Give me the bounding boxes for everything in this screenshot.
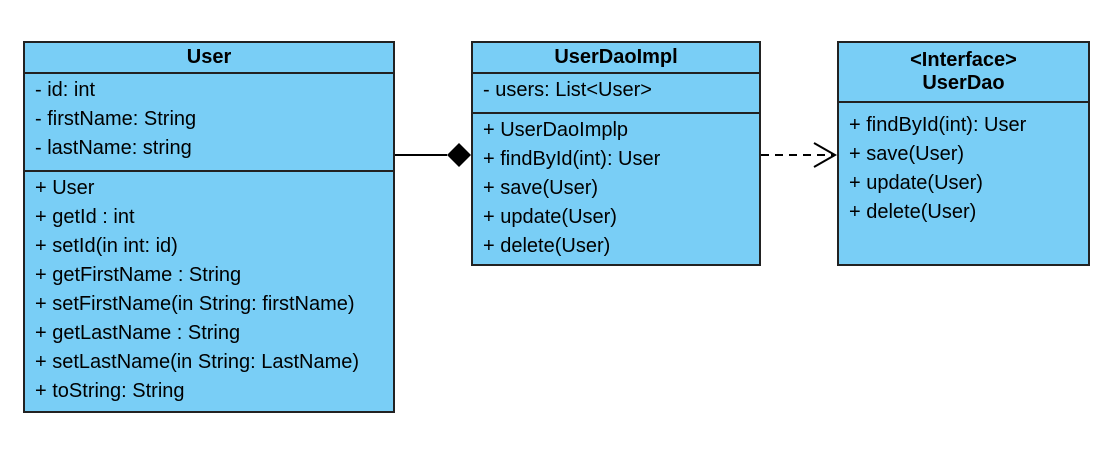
dependency-relationship <box>761 142 838 168</box>
interface-userdao-stereotype: <Interface> <box>910 49 1017 71</box>
interface-userdao-methods: + findById(int): User + save(User) + upd… <box>839 103 1088 227</box>
iface-method-save: + save(User) <box>849 143 965 165</box>
method-delete: + delete(User) <box>483 235 611 257</box>
dependency-open-arrowhead-icon <box>813 142 838 168</box>
iface-method-findbyid: + findById(int): User <box>849 114 1027 136</box>
method-getlastname: + getLastName : String <box>35 322 241 344</box>
iface-method-update: + update(User) <box>849 172 983 194</box>
method-setid: + setId(in int: id) <box>35 235 178 257</box>
method-findbyid: + findById(int): User <box>483 148 661 170</box>
class-userdaoimpl-fields: - users: List<User> <box>473 74 759 114</box>
method-userdaoimplp: + UserDaoImplp <box>483 119 629 141</box>
method-getfirstname: + getFirstName : String <box>35 264 242 286</box>
method-save: + save(User) <box>483 177 599 199</box>
field-users: - users: List<User> <box>483 79 652 101</box>
class-user[interactable]: User - id: int - firstName: String - las… <box>23 41 395 413</box>
composition-relationship <box>395 143 471 167</box>
class-userdaoimpl[interactable]: UserDaoImpl - users: List<User> + UserDa… <box>471 41 761 266</box>
interface-userdao-title: <Interface> UserDao <box>839 43 1088 103</box>
method-user-constructor: + User <box>35 177 95 199</box>
class-user-title: User <box>25 43 393 74</box>
class-userdaoimpl-title: UserDaoImpl <box>473 43 759 74</box>
class-userdaoimpl-name: UserDaoImpl <box>554 46 678 68</box>
composition-diamond-icon <box>447 143 471 167</box>
class-user-methods: + User + getId : int + setId(in int: id)… <box>25 172 393 406</box>
method-tostring: + toString: String <box>35 380 185 402</box>
class-userdaoimpl-methods: + UserDaoImplp + findById(int): User + s… <box>473 114 759 261</box>
field-lastname: - lastName: string <box>35 137 192 159</box>
method-update: + update(User) <box>483 206 617 228</box>
method-setlastname: + setLastName(in String: LastName) <box>35 351 360 373</box>
class-user-name: User <box>186 46 232 68</box>
iface-method-delete: + delete(User) <box>849 201 977 223</box>
field-id: - id: int <box>35 79 96 101</box>
field-firstname: - firstName: String <box>35 108 197 130</box>
method-setfirstname: + setFirstName(in String: firstName) <box>35 293 355 315</box>
interface-userdao-name: UserDao <box>922 72 1005 94</box>
method-getid: + getId : int <box>35 206 135 228</box>
interface-userdao[interactable]: <Interface> UserDao + findById(int): Use… <box>837 41 1090 266</box>
class-user-fields: - id: int - firstName: String - lastName… <box>25 74 393 172</box>
